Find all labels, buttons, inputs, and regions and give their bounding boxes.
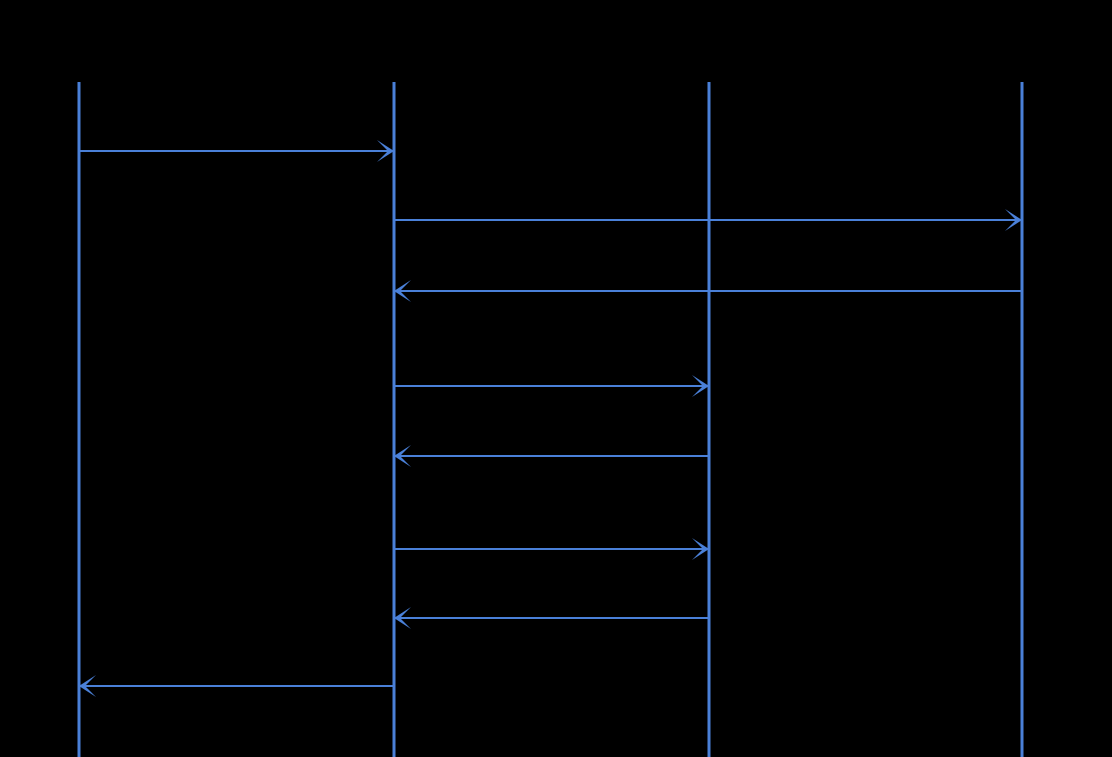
message-arrowhead-7 xyxy=(394,607,411,629)
message-4 xyxy=(394,375,709,397)
message-2 xyxy=(394,209,1022,231)
message-arrowhead-5 xyxy=(394,445,411,467)
message-3 xyxy=(394,280,1022,302)
message-arrowhead-3 xyxy=(394,280,411,302)
message-arrowhead-4 xyxy=(692,375,709,397)
message-6 xyxy=(394,538,709,560)
message-arrowhead-8 xyxy=(79,675,96,697)
message-7 xyxy=(394,607,709,629)
message-8 xyxy=(79,675,394,697)
lifelines-group xyxy=(77,82,1024,757)
message-arrowhead-2 xyxy=(1005,209,1022,231)
messages-group xyxy=(79,140,1022,697)
message-arrowhead-6 xyxy=(692,538,709,560)
message-1 xyxy=(79,140,394,162)
message-5 xyxy=(394,445,709,467)
message-arrowhead-1 xyxy=(377,140,394,162)
